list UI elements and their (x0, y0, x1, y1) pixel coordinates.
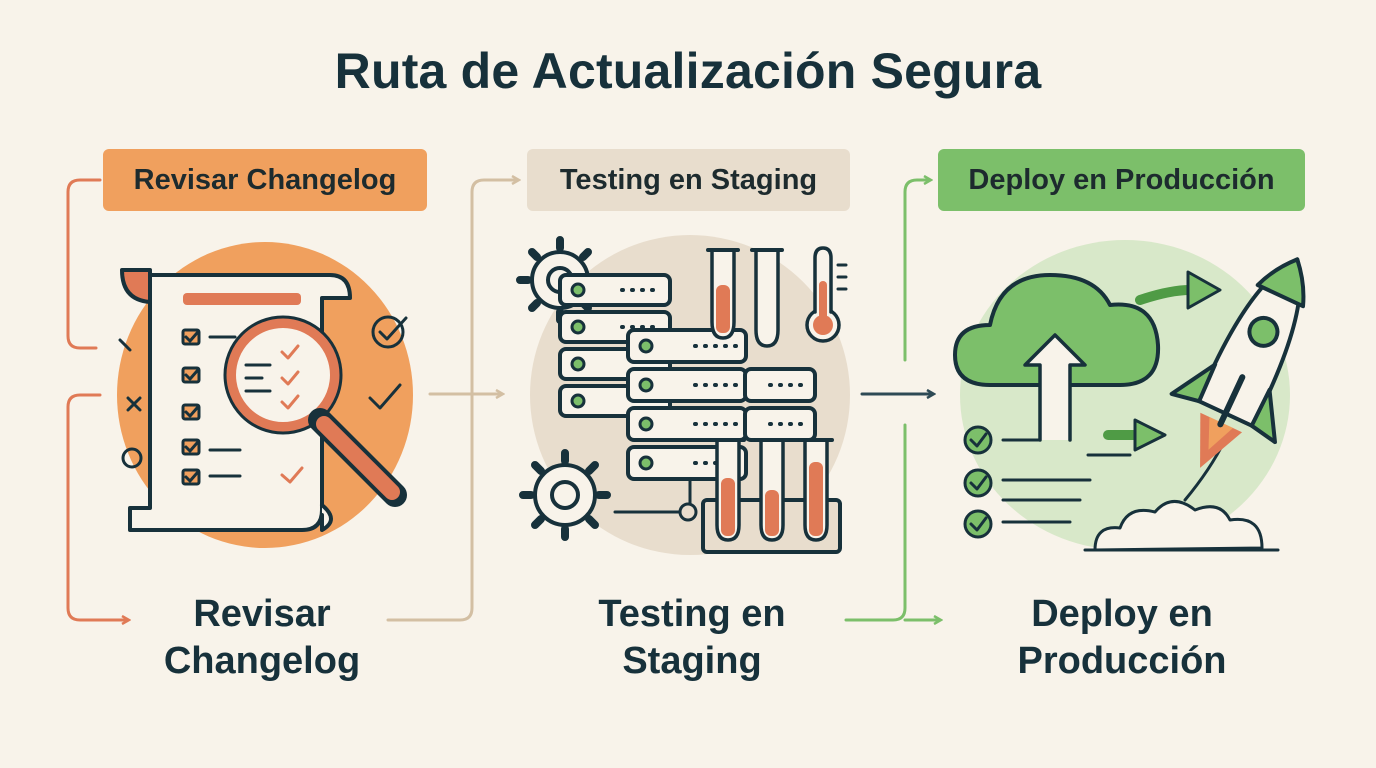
step-2-pill-label: Testing en Staging (559, 163, 818, 196)
connector-step1-left-bottom (66, 393, 128, 620)
cloud-rocket-icon (953, 240, 1306, 552)
step-3-caption-line2: Producción (1017, 640, 1227, 682)
step-3-caption: Deploy en Producción (952, 591, 1292, 685)
connector-step1-to-step2 (386, 180, 518, 622)
servers-testtubes-icon (516, 235, 850, 555)
connector-step2-to-step3-bottom (844, 423, 907, 622)
step-3-pill-label: Deploy en Producción (968, 163, 1275, 196)
step-2-caption-line2: Staging (622, 640, 762, 682)
step-2-caption: Testing en Staging (522, 591, 862, 685)
step-1-pill: Revisar Changelog (103, 149, 427, 211)
connector-lines (66, 178, 940, 622)
step-1-caption-line2: Changelog (163, 640, 361, 682)
step-1-caption: Revisar Changelog (92, 591, 432, 685)
changelog-magnifier-icon (117, 242, 413, 548)
step-3-caption-line1: Deploy en (1031, 593, 1213, 635)
step-1-caption-line1: Revisar (193, 593, 331, 635)
step-2-pill: Testing en Staging (527, 149, 850, 211)
step-2-caption-line1: Testing en (598, 593, 786, 635)
step-1-pill-label: Revisar Changelog (133, 163, 397, 196)
page-title: Ruta de Actualización Segura (334, 43, 1042, 99)
step-3-pill: Deploy en Producción (938, 149, 1305, 211)
connector-step1-left-top (66, 178, 102, 350)
connector-step3-top (903, 180, 930, 362)
